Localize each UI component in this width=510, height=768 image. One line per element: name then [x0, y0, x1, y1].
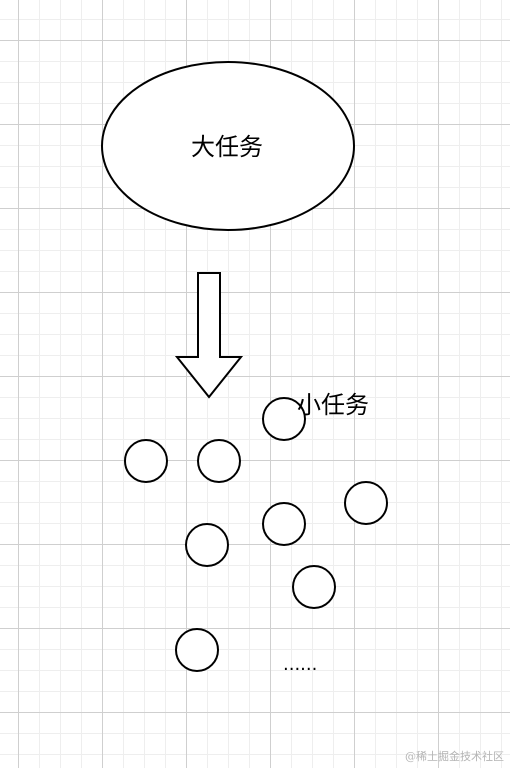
small-task-circle[interactable]: [197, 439, 241, 483]
big-task-ellipse: [101, 61, 355, 231]
small-task-circle[interactable]: [124, 439, 168, 483]
small-task-label: 小任务: [297, 391, 369, 419]
down-arrow: [174, 272, 244, 399]
more-ellipsis: ......: [283, 654, 317, 675]
watermark: @稀土掘金技术社区: [405, 750, 504, 763]
small-task-circle[interactable]: [262, 502, 306, 546]
big-task-label: 大任务: [191, 133, 263, 161]
small-task-circle[interactable]: [292, 565, 336, 609]
small-task-circle[interactable]: [175, 628, 219, 672]
small-task-circle[interactable]: [262, 397, 306, 441]
small-task-group: [124, 397, 388, 672]
small-task-circle[interactable]: [185, 523, 229, 567]
small-task-circle[interactable]: [344, 481, 388, 525]
big-task-node[interactable]: 大任务: [101, 61, 355, 231]
